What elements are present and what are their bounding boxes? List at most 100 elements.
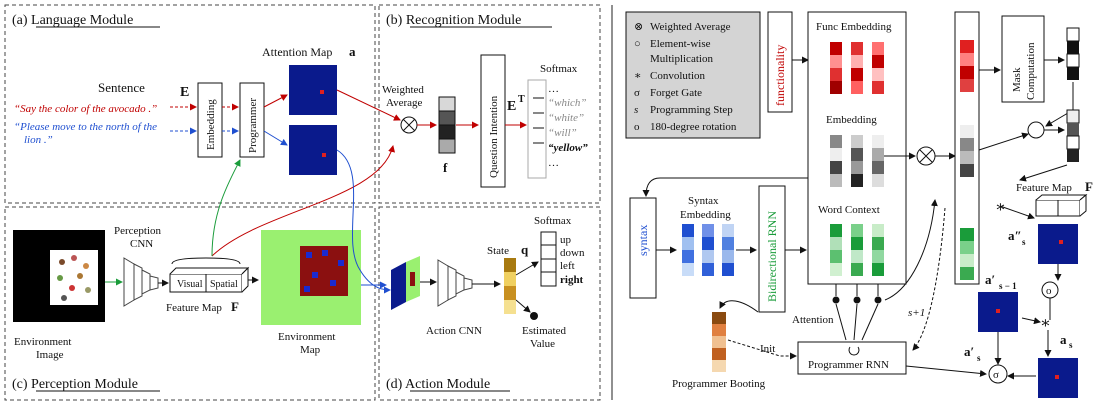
state-label: State (487, 245, 509, 257)
column-green-vector (960, 228, 974, 280)
sentence-2-line2: lion .” (24, 134, 53, 146)
recognition-module-title: (b) Recognition Module (386, 13, 521, 28)
right-panel: ⊗ Weighted Average ○ Element-wise Multip… (625, 11, 1093, 398)
T-superscript: T (518, 94, 525, 105)
programmer-rnn-label: Programmer RNN (808, 359, 889, 371)
env-image-label-1: Environment (14, 336, 71, 348)
bidirectional-rnn-label: Bidirectional RNN (765, 211, 779, 302)
softmax-top-items: … “which” “white” “will” “yellow” … (533, 83, 588, 169)
perception-cnn-icon (123, 257, 159, 307)
attention-map-label: Attention Map (262, 45, 332, 59)
F-symbol: F (1085, 179, 1093, 194)
embedding-label: Embedding (205, 99, 217, 150)
legend-sym: ∗ (634, 70, 641, 82)
sub-s-b: s (977, 353, 981, 363)
feature-map-label: Feature Map (166, 302, 222, 314)
env-map-label-2: Map (300, 344, 321, 356)
mask-vector (1066, 27, 1080, 80)
visual-label: Visual (177, 279, 203, 290)
q-symbol: q (521, 242, 529, 257)
action-left: left (560, 260, 575, 272)
language-module-box (4, 4, 376, 204)
init-label: Init (760, 343, 775, 355)
masked-vector (1066, 109, 1080, 162)
sub-s-1: s − 1 (999, 281, 1017, 291)
sub-s: s (1022, 237, 1026, 247)
legend-text: Element-wise (650, 38, 711, 50)
legend-sym: s (634, 104, 638, 116)
softmax-top-box (527, 79, 547, 179)
state-vector (504, 258, 516, 314)
legend-text: Programming Step (650, 104, 733, 116)
softmax-top-label: Softmax (540, 63, 578, 75)
functionality-label: functionality (773, 45, 787, 106)
a-s-prev-label: a′ (985, 272, 995, 287)
action-module-box (378, 206, 601, 401)
legend-sym: ○ (634, 38, 641, 50)
mask-computation-box (1001, 15, 1045, 103)
forget-gate-label: σ (993, 369, 999, 381)
programmer-booting-label: Programmer Booting (672, 378, 766, 390)
column-red-vector (960, 40, 974, 92)
feature-map-box (1035, 193, 1088, 217)
syntax-label: syntax (636, 225, 650, 256)
estimated-value-label-2: Value (530, 338, 555, 350)
word-context-label: Word Context (818, 204, 880, 216)
programmer-box (239, 82, 265, 158)
legend-sym: σ (634, 87, 640, 99)
embedding-vectors (830, 135, 884, 187)
syntax-embedding-label-2: Embedding (680, 209, 731, 221)
column-gray-vector (960, 125, 974, 177)
legend-text: Forget Gate (650, 87, 702, 99)
attention-map-2 (289, 125, 337, 175)
environment-objects (57, 255, 91, 301)
spatial-label: Spatial (210, 279, 238, 290)
weighted-avg-1: Weighted (382, 84, 424, 96)
estimated-value-node (530, 312, 538, 320)
action-cnn-label: Action CNN (426, 325, 482, 337)
word-context-vectors (830, 224, 884, 276)
softmax-item: … (548, 157, 559, 169)
sentence-2-line1: “Please move to the north of the (14, 121, 157, 133)
s-plus-1-label: s+1 (908, 307, 925, 319)
legend-sym: ⊗ (634, 21, 643, 33)
softmax-item: “which” (548, 97, 587, 109)
rotation-op-label: o (1046, 285, 1052, 297)
syntax-box (629, 197, 657, 299)
softmax-item: “white” (548, 112, 584, 124)
left-panel: (a) Language Module (b) Recognition Modu… (4, 4, 601, 401)
action-right: right (560, 274, 584, 286)
attention-label: Attention (792, 314, 834, 326)
estimated-value-label-1: Estimated (522, 325, 566, 337)
func-embedding-label: Func Embedding (816, 21, 892, 33)
env-image-label-2: Image (36, 349, 64, 361)
a-symbol: a (349, 44, 356, 59)
elementwise-mult-icon (1027, 121, 1045, 139)
convolution-icon-2: ∗ (1040, 315, 1051, 332)
attention-nodes (832, 284, 882, 341)
action-down: down (560, 247, 585, 259)
attention-map-s-pp (1038, 224, 1078, 264)
mask-label-2: Computation (1025, 42, 1037, 100)
question-intention-box (480, 54, 506, 188)
legend-text: Weighted Average (650, 21, 731, 33)
env-map-label-1: Environment (278, 331, 335, 343)
bidirectional-rnn-box (758, 185, 786, 313)
f-vector (438, 96, 456, 154)
softmax-bottom-label: Softmax (534, 215, 572, 227)
legend-text: 180-degree rotation (650, 121, 737, 133)
feature-map-label: Feature Map (1016, 182, 1072, 194)
a-s-pp-label: a″ (1008, 228, 1022, 243)
legend-text: Multiplication (650, 53, 713, 65)
sentence-1: “Say the color of the avocado .” (14, 103, 157, 115)
feature-map-box (169, 266, 250, 293)
legend: ⊗ Weighted Average ○ Element-wise Multip… (634, 21, 737, 133)
programmer-rnn-box (797, 341, 907, 375)
functionality-box (767, 11, 793, 113)
attention-map-1 (289, 65, 337, 115)
programmer-booting-vector (712, 312, 726, 372)
legend-sym: o (634, 121, 640, 133)
recognition-module-box (378, 4, 601, 204)
softmax-item: “will” (548, 127, 577, 139)
